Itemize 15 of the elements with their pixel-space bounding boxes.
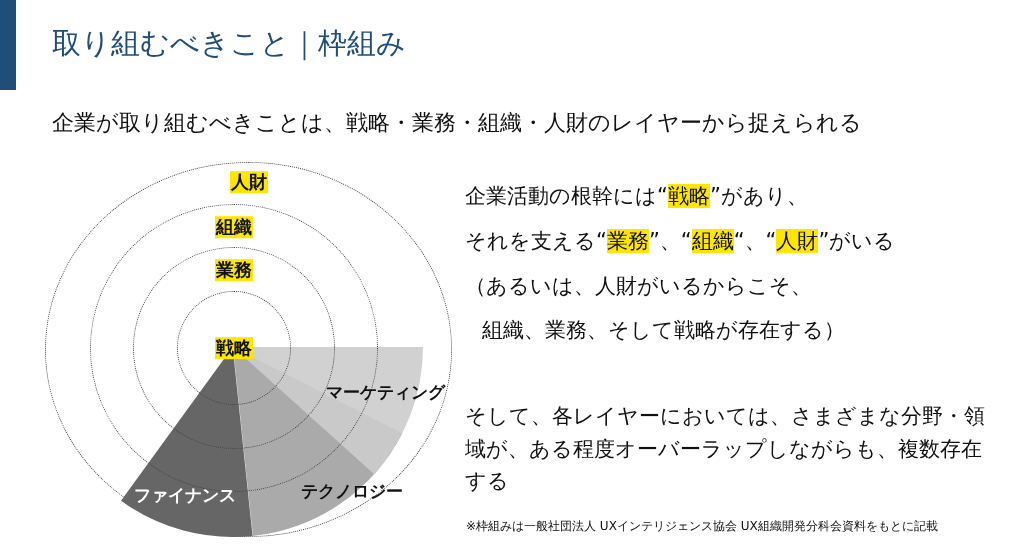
domain-label: マーケティング	[325, 380, 445, 404]
body-text: 企業活動の根幹には“戦略”があり、	[465, 183, 808, 210]
domain-label: ファイナンス	[134, 483, 236, 507]
layer-label: 組織	[215, 216, 253, 238]
subtitle: 企業が取り組むべきことは、戦略・業務・組織・人財のレイヤーから捉えられる	[52, 109, 862, 137]
body-text: （あるいは、人財がいるからこそ、	[465, 273, 812, 300]
slide-title: 取り組むべきこと｜枠組み	[52, 25, 406, 63]
layer-label: 業務	[215, 259, 253, 281]
layer-label: 戦略	[215, 337, 253, 359]
body-text: それを支える“業務”、“組織“、“人財”がいる	[465, 228, 896, 255]
body-text: 組織、業務、そして戦略が存在する）	[482, 317, 845, 344]
footnote: ※枠組みは一般社団法人 UXインテリジェンス協会 UX組織開発分科会資料をもとに記載	[466, 518, 938, 535]
body-paragraph: そして、各レイヤーにおいては、さまざまな分野・領域が、ある程度オーバーラップしながらも、複数存在する	[465, 403, 985, 496]
layer-label: 人財	[229, 171, 268, 193]
domain-label: テクノロジー	[301, 479, 403, 503]
